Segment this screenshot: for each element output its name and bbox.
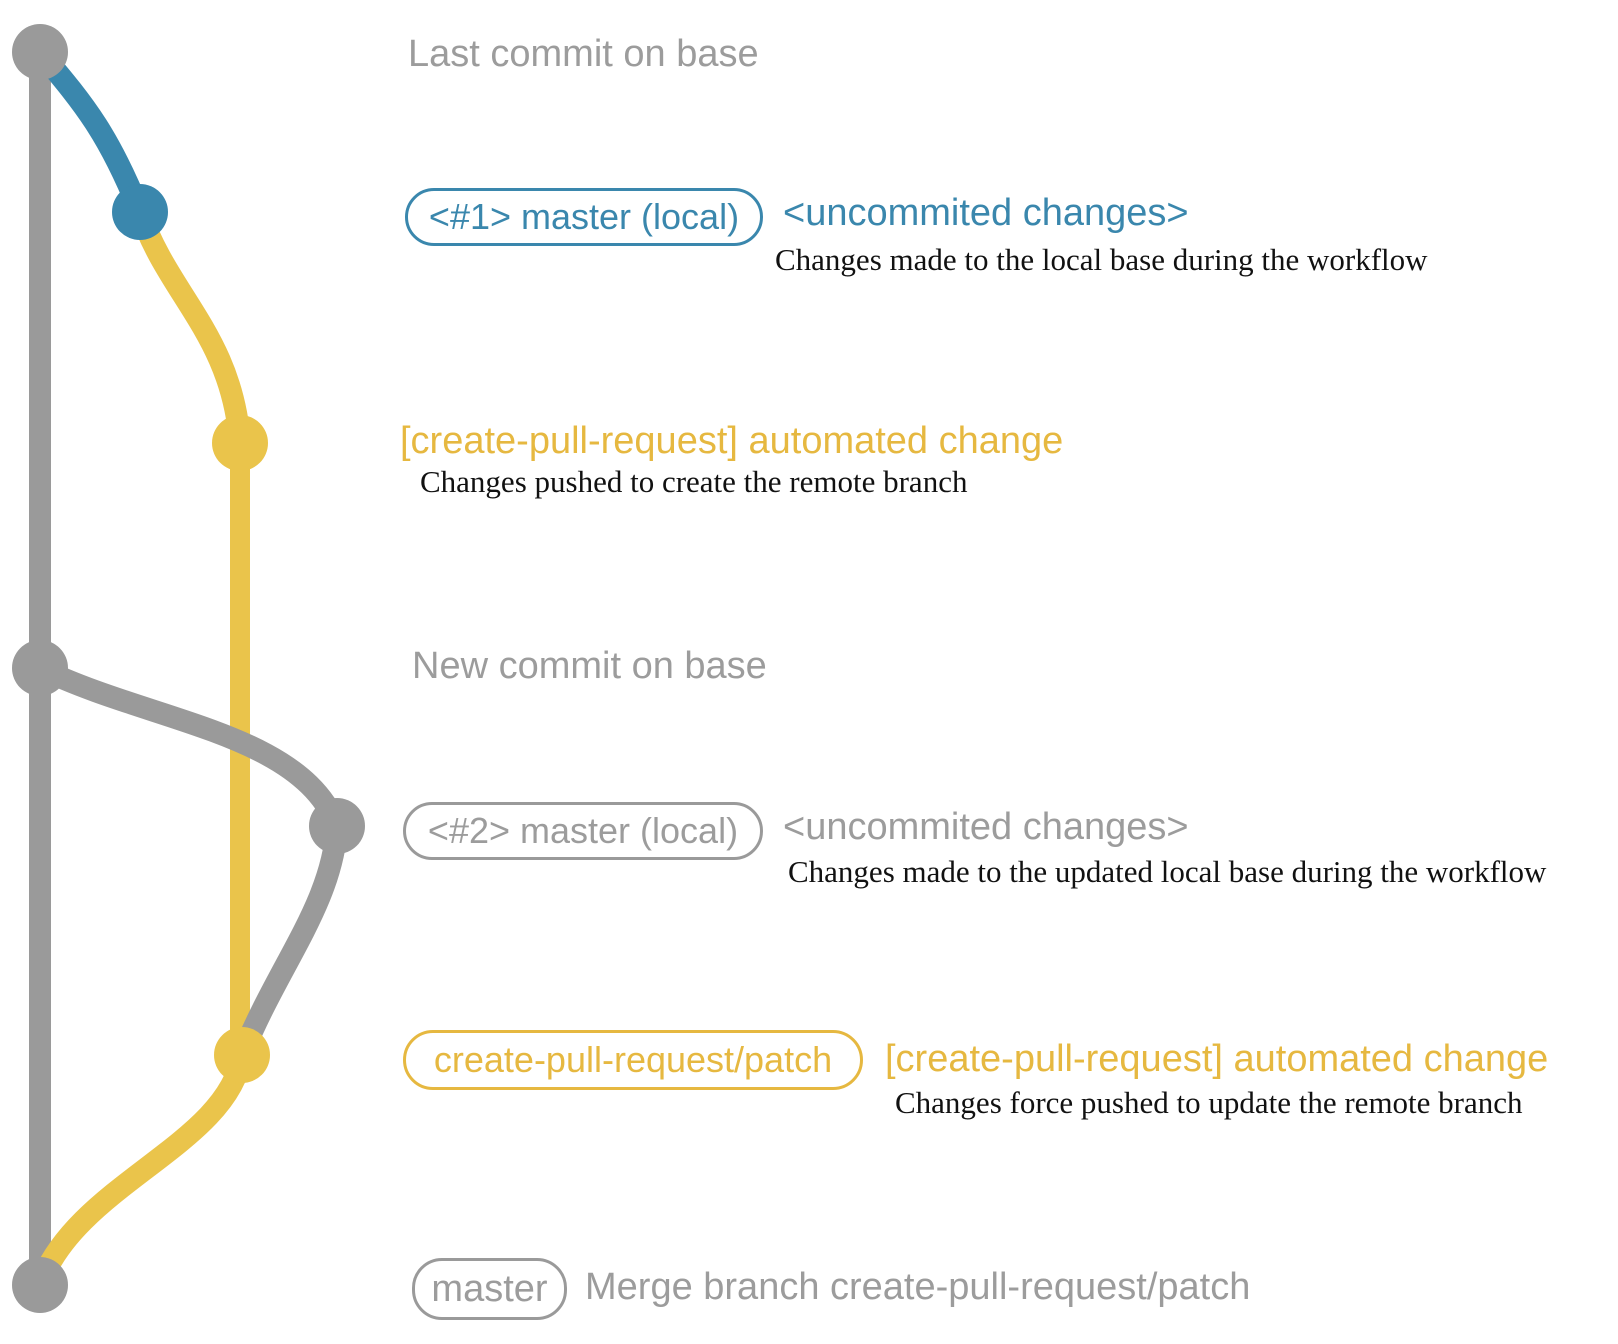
commit-dot-patch-1 xyxy=(212,415,268,471)
branch-badge-master-local-1: <#1> master (local) xyxy=(405,188,763,246)
heading-automated-change-1: [create-pull-request] automated change xyxy=(400,420,1064,462)
desc-pushed-remote: Changes pushed to create the remote bran… xyxy=(420,464,968,499)
note-uncommitted-changes-2: <uncommited changes> xyxy=(783,806,1189,848)
text-merge-branch: Merge branch create-pull-request/patch xyxy=(585,1266,1251,1308)
desc-force-pushed: Changes force pushed to update the remot… xyxy=(895,1085,1523,1120)
branch-badge-master: master xyxy=(412,1258,567,1320)
note-uncommitted-changes-1: <uncommited changes> xyxy=(783,192,1189,234)
section-label-new-commit: New commit on base xyxy=(412,645,767,687)
commit-dot-patch-2 xyxy=(214,1027,270,1083)
desc-local-changes-1: Changes made to the local base during th… xyxy=(775,242,1428,277)
patch-merge-curve xyxy=(29,1052,253,1289)
desc-local-changes-2: Changes made to the updated local base d… xyxy=(788,854,1547,889)
commit-dot-base-new xyxy=(12,640,68,696)
patch-branch-curve-1 xyxy=(129,208,251,444)
commit-dot-local-2 xyxy=(309,798,365,854)
section-label-last-commit: Last commit on base xyxy=(408,33,759,75)
local-change-2-curve xyxy=(35,658,348,831)
branch-badge-master-local-2: <#2> master (local) xyxy=(403,802,763,860)
local2-to-patch-curve xyxy=(231,825,348,1060)
branch-badge-patch: create-pull-request/patch xyxy=(403,1030,863,1090)
commit-dot-merge xyxy=(12,1257,68,1313)
commit-dot-base-last xyxy=(12,24,68,80)
commit-dot-local-1 xyxy=(112,184,168,240)
local-change-1-curve xyxy=(31,44,151,217)
heading-automated-change-2: [create-pull-request] automated change xyxy=(885,1038,1549,1080)
